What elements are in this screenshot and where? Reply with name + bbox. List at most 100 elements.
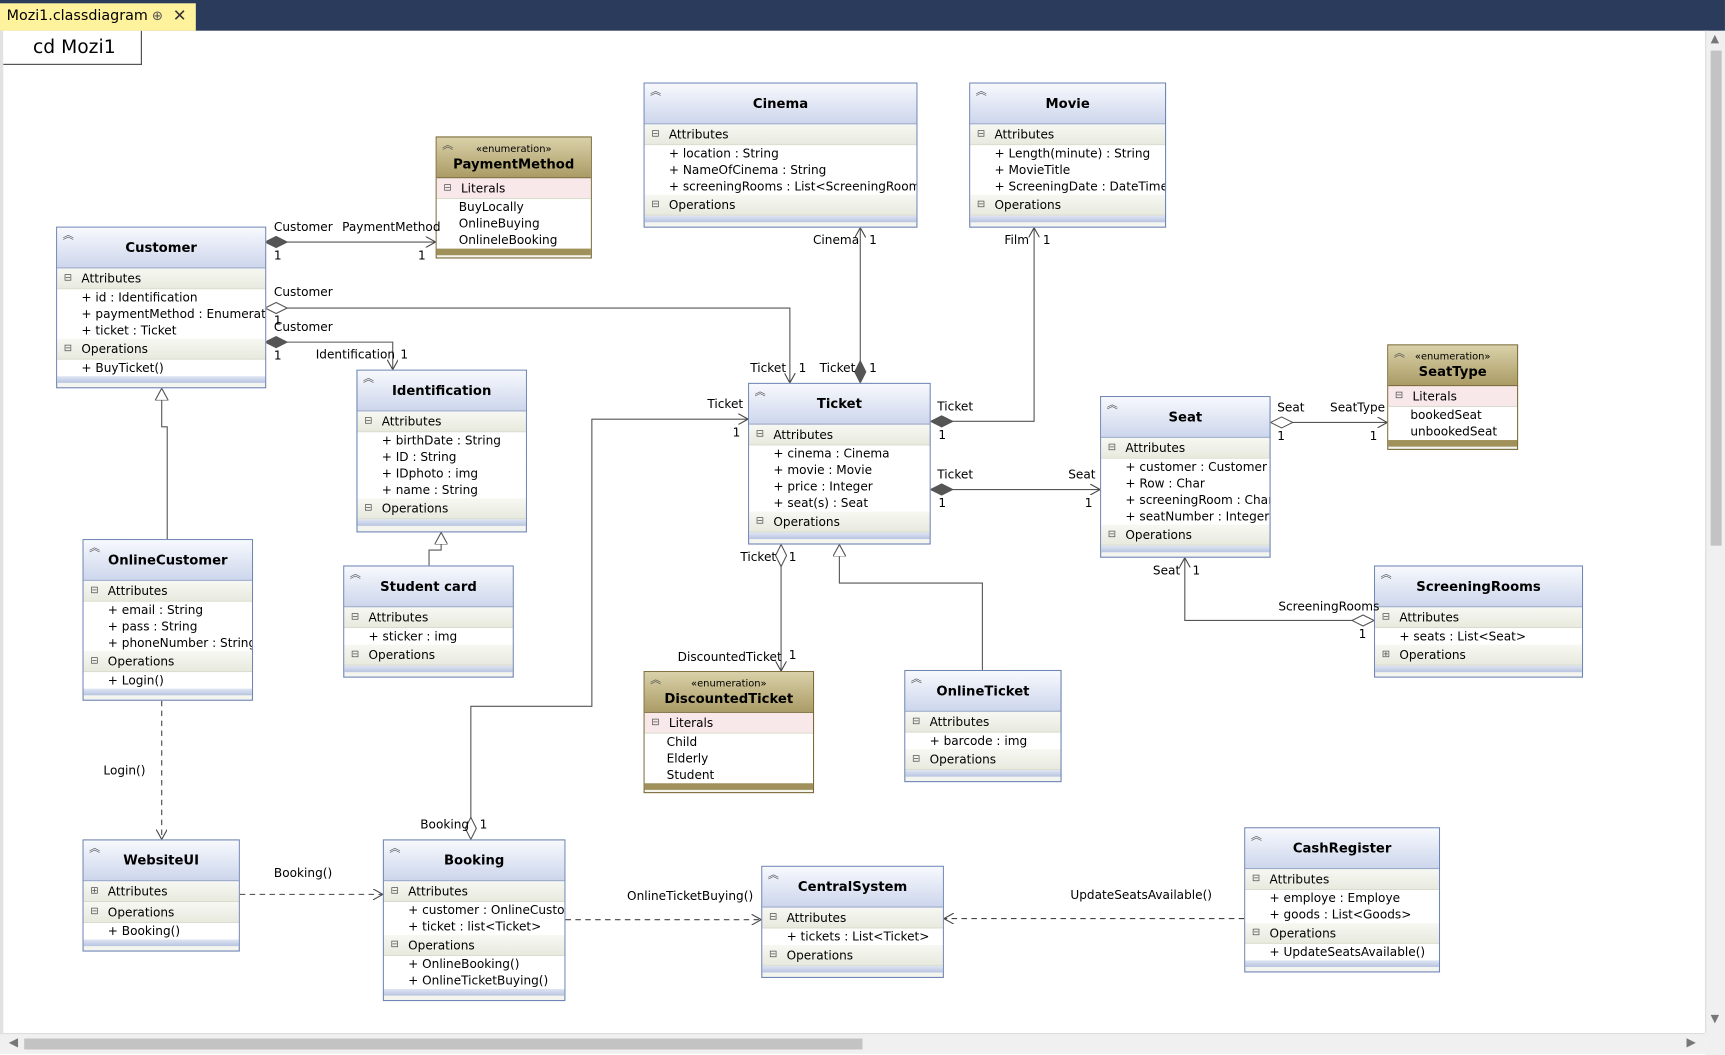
attribute-item[interactable]: + Length(minute) : String	[970, 145, 1166, 162]
operations-section[interactable]: ⊟Operations	[57, 338, 266, 360]
operation-item[interactable]: + Login()	[83, 672, 252, 689]
literals-section[interactable]: ⊟Literals	[1388, 386, 1518, 408]
attribute-item[interactable]: + screeningRoom : Char	[1101, 491, 1270, 509]
class-screening-rooms[interactable]: ︽ScreeningRooms ⊟Attributes + seats : Li…	[1374, 565, 1584, 678]
literal-item[interactable]: BuyLocally	[436, 199, 591, 216]
collapse-toggle-icon[interactable]: ⊟	[1251, 873, 1261, 885]
attribute-item[interactable]: + pass : String	[83, 618, 252, 635]
scroll-down-icon[interactable]: ▼	[1710, 1013, 1720, 1026]
attribute-item[interactable]: + goods : List<Goods>	[1245, 906, 1439, 923]
attributes-section[interactable]: ⊟Attributes	[1245, 869, 1439, 890]
collapse-toggle-icon[interactable]: ⊟	[90, 585, 99, 597]
literal-item[interactable]: unbookedSeat	[1388, 423, 1518, 441]
operations-section[interactable]: ⊟Operations	[905, 749, 1061, 771]
class-booking[interactable]: ︽Booking ⊟Attributes + customer : Online…	[382, 839, 566, 1002]
class-online-ticket[interactable]: ︽OnlineTicket ⊟Attributes + barcode : im…	[904, 669, 1062, 783]
operations-section[interactable]: ⊟Operations	[357, 498, 526, 520]
class-cash-register[interactable]: ︽CashRegister ⊟Attributes + employe : Em…	[1244, 827, 1441, 973]
literal-item[interactable]: OnlineleBooking	[436, 232, 591, 249]
collapse-toggle-icon[interactable]: ⊟	[1107, 442, 1117, 454]
class-cinema[interactable]: ︽Cinema ⊟Attributes + location : String …	[643, 82, 918, 228]
operations-section[interactable]: ⊟Operations	[83, 902, 239, 923]
collapse-toggle-icon[interactable]: ⊟	[350, 649, 360, 661]
attribute-item[interactable]: + customer : Customer	[1101, 458, 1270, 476]
expand-toggle-icon[interactable]: ⊞	[1381, 649, 1391, 661]
enum-seat-type[interactable]: ︽«enumeration»SeatType ⊟Literals bookedS…	[1387, 344, 1519, 450]
attribute-item[interactable]: + tickets : List<Ticket>	[762, 928, 943, 945]
document-tab[interactable]: Mozi1.classdiagram ⊕ ✕	[0, 3, 196, 31]
collapse-toggle-icon[interactable]: ⊟	[1251, 927, 1261, 939]
collapse-toggle-icon[interactable]: ⊟	[768, 949, 778, 961]
attributes-section[interactable]: ⊟Attributes	[57, 268, 266, 290]
operation-item[interactable]: + BuyTicket()	[57, 359, 266, 377]
operations-section[interactable]: ⊟Operations	[83, 651, 252, 673]
expand-toggle-icon[interactable]: ⊞	[90, 885, 99, 897]
collapse-icon[interactable]: ︽	[1380, 568, 1392, 581]
collapse-icon[interactable]: ︽	[1393, 347, 1405, 360]
collapse-toggle-icon[interactable]: ⊟	[651, 199, 660, 211]
attributes-section[interactable]: ⊟Attributes	[762, 907, 943, 929]
collapse-icon[interactable]: ︽	[389, 842, 401, 855]
enum-payment-method[interactable]: ︽«enumeration»PaymentMethod ⊟Literals Bu…	[435, 136, 592, 259]
scroll-right-icon[interactable]: ▶	[1686, 1035, 1696, 1050]
operations-section[interactable]: ⊟Operations	[1101, 524, 1270, 546]
collapse-toggle-icon[interactable]: ⊟	[1107, 529, 1117, 541]
attribute-item[interactable]: + ticket : Ticket	[57, 322, 266, 339]
collapse-toggle-icon[interactable]: ⊟	[976, 199, 986, 211]
attribute-item[interactable]: + ScreeningDate : DateTime	[970, 178, 1166, 195]
collapse-toggle-icon[interactable]: ⊟	[911, 716, 921, 728]
literal-item[interactable]: Elderly	[644, 750, 813, 767]
operations-section[interactable]: ⊞Operations	[1375, 644, 1582, 666]
class-identification[interactable]: ︽Identification ⊟Attributes + birthDate …	[356, 369, 527, 533]
literal-item[interactable]: Child	[644, 733, 813, 751]
collapse-icon[interactable]: ︽	[650, 674, 662, 687]
collapse-toggle-icon[interactable]: ⊟	[651, 717, 660, 729]
operations-section[interactable]: ⊟Operations	[344, 644, 513, 666]
attribute-item[interactable]: + birthDate : String	[357, 432, 526, 449]
attribute-item[interactable]: + IDphoto : img	[357, 465, 526, 482]
attribute-item[interactable]: + phoneNumber : String	[83, 634, 252, 652]
collapse-icon[interactable]: ︽	[1106, 399, 1118, 412]
enum-discounted-ticket[interactable]: ︽«enumeration»DiscountedTicket ⊟Literals…	[643, 671, 815, 794]
class-student-card[interactable]: ︽Student card ⊟Attributes + sticker : im…	[343, 565, 514, 678]
attributes-section[interactable]: ⊟Attributes	[970, 124, 1166, 146]
collapse-toggle-icon[interactable]: ⊟	[1381, 611, 1391, 623]
attribute-item[interactable]: + NameOfCinema : String	[644, 161, 917, 179]
class-central-system[interactable]: ︽CentralSystem ⊟Attributes + tickets : L…	[761, 865, 944, 978]
vertical-scrollbar[interactable]: ▲ ▼	[1705, 30, 1725, 1033]
attributes-section[interactable]: ⊟Attributes	[344, 607, 513, 629]
horizontal-scroll-thumb[interactable]	[24, 1038, 863, 1050]
attribute-item[interactable]: + name : String	[357, 481, 526, 499]
attribute-item[interactable]: + movie : Movie	[749, 462, 930, 479]
operations-section[interactable]: ⊟Operations	[1245, 922, 1439, 944]
collapse-toggle-icon[interactable]: ⊟	[63, 343, 73, 355]
scroll-up-icon[interactable]: ▲	[1710, 33, 1720, 46]
attribute-item[interactable]: + MovieTitle	[970, 161, 1166, 179]
collapse-toggle-icon[interactable]: ⊟	[90, 906, 99, 918]
collapse-toggle-icon[interactable]: ⊟	[651, 128, 660, 140]
operation-item[interactable]: + Booking()	[83, 922, 239, 940]
literals-section[interactable]: ⊟Literals	[436, 178, 591, 200]
collapse-toggle-icon[interactable]: ⊟	[63, 272, 73, 284]
collapse-icon[interactable]: ︽	[89, 542, 101, 555]
operations-section[interactable]: ⊟Operations	[970, 194, 1166, 216]
attribute-item[interactable]: + Row : Char	[1101, 475, 1270, 492]
attribute-item[interactable]: + ticket : list<Ticket>	[383, 918, 565, 936]
class-movie[interactable]: ︽Movie ⊟Attributes + Length(minute) : St…	[969, 82, 1167, 228]
attributes-section[interactable]: ⊞Attributes	[83, 881, 239, 903]
attributes-section[interactable]: ⊟Attributes	[1375, 607, 1582, 629]
collapse-icon[interactable]: ︽	[767, 869, 779, 882]
collapse-icon[interactable]: ︽	[442, 139, 454, 152]
attributes-section[interactable]: ⊟Attributes	[383, 881, 565, 903]
class-website-ui[interactable]: ︽WebsiteUI ⊞Attributes ⊟Operations + Boo…	[82, 839, 240, 952]
collapse-icon[interactable]: ︽	[1250, 830, 1262, 843]
collapse-toggle-icon[interactable]: ⊟	[755, 515, 765, 527]
attributes-section[interactable]: ⊟Attributes	[1101, 437, 1270, 459]
scroll-left-icon[interactable]: ◀	[8, 1035, 19, 1050]
horizontal-scrollbar[interactable]: ◀ ▶	[0, 1032, 1706, 1054]
operations-section[interactable]: ⊟Operations	[383, 935, 565, 956]
attribute-item[interactable]: + email : String	[83, 601, 252, 619]
collapse-toggle-icon[interactable]: ⊟	[350, 611, 360, 623]
operations-section[interactable]: ⊟Operations	[762, 944, 943, 966]
class-online-customer[interactable]: ︽OnlineCustomer ⊟Attributes + email : St…	[82, 539, 254, 701]
